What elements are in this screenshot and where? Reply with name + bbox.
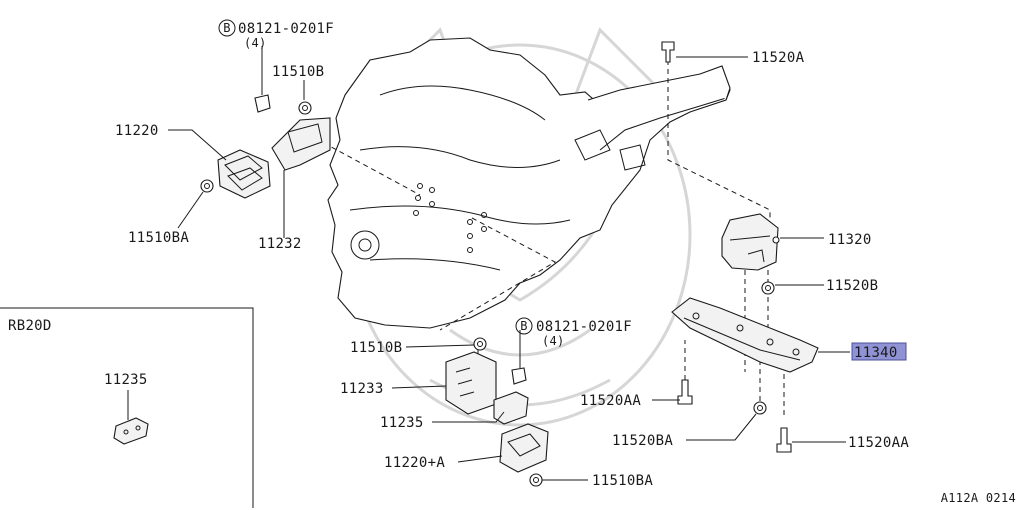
b-mark-top bbox=[218, 19, 236, 37]
label-11220: 11220 bbox=[115, 123, 159, 139]
right-mount-assembly bbox=[445, 337, 549, 487]
part-labels: B 08121-0201F (4) 11510B 11220 11510BA 1… bbox=[115, 19, 909, 489]
insulator-11220A bbox=[499, 423, 549, 473]
leader-lines bbox=[168, 46, 850, 481]
left-mount-assembly bbox=[200, 94, 331, 199]
label-11520AA-left: 11520AA bbox=[580, 393, 641, 409]
label-bolt-top: 08121-0201F bbox=[238, 21, 334, 37]
nut-11510B-mid bbox=[473, 337, 487, 351]
bolt-11520AA-left bbox=[677, 379, 693, 405]
reference-code: A112A 0214 bbox=[941, 491, 1016, 505]
nut-11520BA bbox=[753, 401, 767, 415]
b-mark-mid-text: B bbox=[520, 319, 528, 333]
label-11220A: 11220+A bbox=[384, 455, 445, 471]
label-11520BA: 11520BA bbox=[612, 433, 673, 449]
nut-11510BA-left bbox=[200, 179, 214, 193]
label-bolt-mid-qty: (4) bbox=[542, 334, 565, 348]
inset-title: RB20D bbox=[8, 318, 52, 334]
bolt-11520AA-right bbox=[776, 427, 792, 453]
label-11510B-top: 11510B bbox=[272, 64, 324, 80]
plate-11235 bbox=[493, 391, 529, 425]
engine-transmission bbox=[327, 37, 731, 329]
label-11233: 11233 bbox=[340, 381, 384, 397]
label-11520B: 11520B bbox=[826, 278, 878, 294]
nut-11520B bbox=[761, 281, 775, 295]
bracket-11233 bbox=[445, 351, 497, 415]
label-bolt-mid: 08121-0201F bbox=[536, 319, 632, 335]
rear-mount-11320 bbox=[721, 213, 780, 295]
inset-label-11235: 11235 bbox=[104, 372, 148, 388]
label-11232: 11232 bbox=[258, 236, 302, 252]
bracket-11232 bbox=[271, 117, 331, 171]
label-11510BA-left: 11510BA bbox=[128, 230, 189, 246]
bolt-right bbox=[511, 367, 527, 385]
b-mark-top-text: B bbox=[223, 21, 231, 35]
bolt-11520A bbox=[661, 41, 675, 63]
label-11520AA-right: 11520AA bbox=[848, 435, 909, 451]
inset-plate-11235 bbox=[113, 417, 149, 445]
bolt-left bbox=[254, 94, 271, 113]
insulator-11220 bbox=[217, 149, 271, 199]
b-mark-mid bbox=[515, 317, 533, 335]
label-11340: 11340 bbox=[854, 345, 898, 361]
label-11235: 11235 bbox=[380, 415, 424, 431]
label-11520A: 11520A bbox=[752, 50, 805, 66]
crossmember-11340 bbox=[671, 297, 819, 373]
inset-rb20d: RB20D 11235 bbox=[0, 307, 254, 508]
nut-11510BA-bottom bbox=[529, 473, 543, 487]
label-11320: 11320 bbox=[828, 232, 872, 248]
label-bolt-top-qty: (4) bbox=[244, 36, 267, 50]
highlight-11340 bbox=[851, 342, 907, 361]
label-11510BA-bottom: 11510BA bbox=[592, 473, 653, 489]
engine-mount-holes bbox=[413, 183, 487, 253]
label-11510B-mid: 11510B bbox=[350, 340, 402, 356]
right-fasteners bbox=[661, 41, 792, 453]
nut-11510B-top bbox=[298, 101, 312, 115]
